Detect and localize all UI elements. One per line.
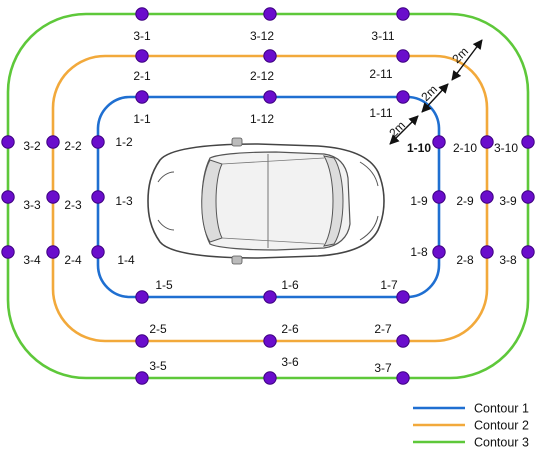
point-label-3-2: 3-2: [23, 139, 41, 153]
point-label-3-5: 3-5: [149, 359, 167, 373]
legend-label-contour-2: Contour 2: [474, 419, 529, 433]
car-icon: [147, 137, 385, 265]
point-label-3-9: 3-9: [499, 194, 517, 208]
point-2-2: [46, 135, 60, 149]
point-1-2: [91, 135, 105, 149]
point-label-2-12: 2-12: [250, 69, 274, 83]
point-label-2-6: 2-6: [281, 322, 299, 336]
point-label-2-2: 2-2: [64, 139, 82, 153]
point-label-1-3: 1-3: [115, 194, 133, 208]
point-1-5: [135, 290, 149, 304]
point-label-3-12: 3-12: [250, 29, 274, 43]
point-label-2-11: 2-11: [369, 67, 392, 81]
point-labels: 1-1 1-12 1-11 1-10 1-9 1-8 1-7 1-6 1-5 1-4 1-3 1-2 2…: [23, 29, 518, 375]
point-1-4: [91, 245, 105, 259]
point-1-10: [432, 135, 446, 149]
point-2-9: [480, 190, 494, 204]
point-label-1-7: 1-7: [380, 278, 398, 292]
point-1-11: [396, 90, 410, 104]
point-3-4: [1, 245, 15, 259]
point-3-1: [135, 7, 149, 21]
point-label-1-11: 1-11: [369, 106, 392, 120]
point-label-3-3: 3-3: [23, 198, 41, 212]
point-label-1-2: 1-2: [115, 135, 133, 149]
point-2-7: [396, 334, 410, 348]
point-2-4: [46, 245, 60, 259]
point-label-1-5: 1-5: [155, 278, 173, 292]
point-label-3-4: 3-4: [23, 253, 41, 267]
point-1-1: [135, 90, 149, 104]
point-3-5: [135, 371, 149, 385]
measurement-points: [1, 7, 535, 385]
legend-label-contour-1: Contour 1: [474, 402, 529, 416]
point-3-6: [263, 371, 277, 385]
dimension-arrows: [389, 39, 483, 145]
point-label-1-9: 1-9: [410, 194, 428, 208]
point-label-1-10: 1-10: [407, 141, 431, 155]
legend: Contour 1 Contour 2 Contour 3: [413, 402, 529, 450]
point-label-2-7: 2-7: [374, 322, 392, 336]
point-label-2-5: 2-5: [149, 322, 167, 336]
point-1-12: [263, 90, 277, 104]
point-3-2: [1, 135, 15, 149]
legend-label-contour-3: Contour 3: [474, 436, 529, 450]
point-label-3-8: 3-8: [499, 253, 517, 267]
point-label-3-10: 3-10: [494, 141, 518, 155]
point-label-2-9: 2-9: [456, 194, 474, 208]
point-1-6: [263, 290, 277, 304]
point-2-5: [135, 334, 149, 348]
point-2-8: [480, 245, 494, 259]
point-1-9: [432, 190, 446, 204]
point-2-3: [46, 190, 60, 204]
point-2-10: [480, 135, 494, 149]
point-1-3: [91, 190, 105, 204]
point-label-1-4: 1-4: [117, 253, 135, 267]
point-label-3-1: 3-1: [133, 29, 151, 43]
point-label-2-4: 2-4: [64, 253, 82, 267]
point-3-9: [521, 190, 535, 204]
point-3-8: [521, 245, 535, 259]
point-label-2-10: 2-10: [453, 141, 477, 155]
point-3-10: [521, 135, 535, 149]
point-label-2-3: 2-3: [64, 198, 82, 212]
point-label-2-1: 2-1: [133, 69, 151, 83]
point-label-1-6: 1-6: [281, 278, 299, 292]
point-label-1-12: 1-12: [250, 112, 274, 126]
point-label-1-8: 1-8: [410, 245, 428, 259]
point-3-11: [396, 7, 410, 21]
point-label-3-7: 3-7: [374, 361, 392, 375]
point-3-12: [263, 7, 277, 21]
point-1-7: [396, 290, 410, 304]
point-2-1: [135, 49, 149, 63]
point-label-2-8: 2-8: [456, 253, 474, 267]
dimension-label-3: 2m: [449, 44, 471, 66]
point-2-6: [263, 334, 277, 348]
point-3-3: [1, 190, 15, 204]
point-1-8: [432, 245, 446, 259]
point-2-11: [396, 49, 410, 63]
point-3-7: [396, 371, 410, 385]
point-label-3-6: 3-6: [281, 355, 299, 369]
point-label-3-11: 3-11: [371, 29, 394, 43]
point-2-12: [263, 49, 277, 63]
dimension-label-1: 2m: [386, 118, 408, 140]
point-label-1-1: 1-1: [133, 112, 151, 126]
